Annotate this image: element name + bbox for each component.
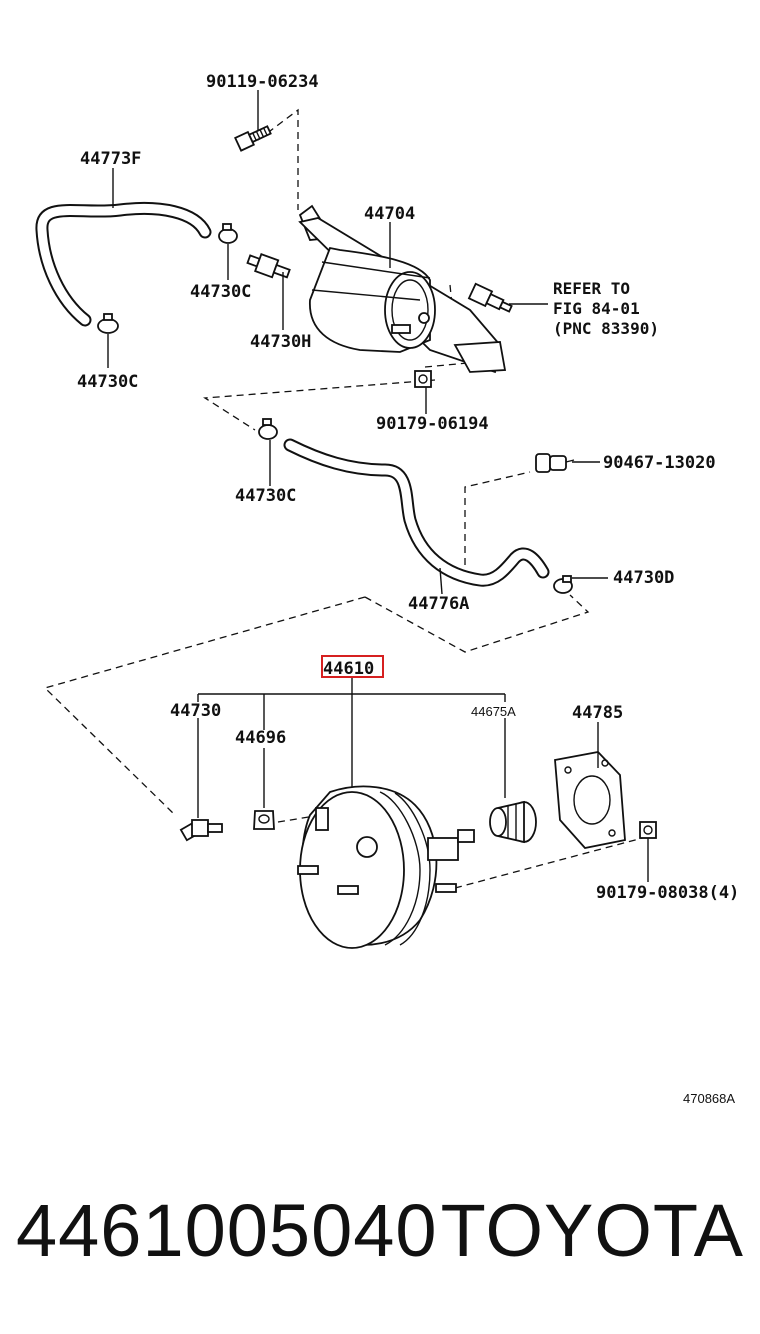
clamp-lower-right-icon: [553, 575, 573, 594]
label-gasket: 44785: [572, 703, 623, 723]
leader-lines-upper: [107, 90, 608, 595]
connector-icon: [246, 253, 291, 279]
boot-icon: [489, 800, 537, 844]
label-check-valve: 44730: [170, 701, 221, 721]
label-refer-line3: (PNC 83390): [553, 319, 659, 338]
clamp-upper-left-icon: [97, 313, 119, 334]
check-valve-icon: [179, 819, 223, 842]
nut-reservoir-icon: [414, 370, 432, 388]
clamp-lower-left-icon: [258, 418, 278, 440]
label-hose-upper: 44773F: [80, 149, 141, 169]
label-booster-assy: 44610: [323, 659, 374, 679]
lower-hose-icon: [283, 438, 550, 587]
leader-lines-lower: [197, 718, 649, 882]
label-reservoir: 44704: [364, 204, 415, 224]
label-hose-lower: 44776A: [408, 594, 469, 614]
figure-code: 470868A: [683, 1091, 735, 1106]
label-clamp-lower-right: 44730D: [613, 568, 674, 588]
label-grommet: 44696: [235, 728, 286, 748]
part-number: 4461005040: [16, 1189, 438, 1272]
label-refer-line1: REFER TO: [553, 279, 630, 298]
clip-icon: [535, 453, 575, 473]
label-clamp-lower-left: 44730C: [235, 486, 296, 506]
label-clamp-upper-left: 44730C: [77, 372, 138, 392]
vacuum-reservoir-icon: [298, 204, 507, 374]
clamp-upper-mid-icon: [218, 223, 238, 244]
brake-booster-icon: [297, 785, 475, 949]
label-nut-booster: 90179-08038(4): [596, 883, 739, 903]
nut-booster-icon: [639, 821, 657, 839]
label-clip: 90467-13020: [603, 453, 716, 473]
label-nut-reservoir: 90179-06194: [376, 414, 489, 434]
brand-name: TOYOTA: [440, 1189, 744, 1272]
upper-hose-icon: [35, 201, 212, 327]
grommet-icon: [253, 810, 275, 830]
label-boot: 44675A: [471, 704, 516, 719]
dashed-leader-lines-lower: [43, 594, 651, 889]
label-connector: 44730H: [250, 332, 311, 352]
vacuum-sensor-icon: [467, 282, 513, 313]
highlight-box: [321, 655, 384, 678]
label-clamp-upper-mid: 44730C: [190, 282, 251, 302]
label-refer-line2: FIG 84-01: [553, 299, 640, 318]
label-bolt-top: 90119-06234: [206, 72, 319, 92]
footer-caption: 4461005040 TOYOTA: [12, 1188, 748, 1278]
bolt-top-icon: [234, 125, 272, 152]
assembly-bracket: [197, 678, 506, 788]
gasket-icon: [554, 751, 626, 849]
